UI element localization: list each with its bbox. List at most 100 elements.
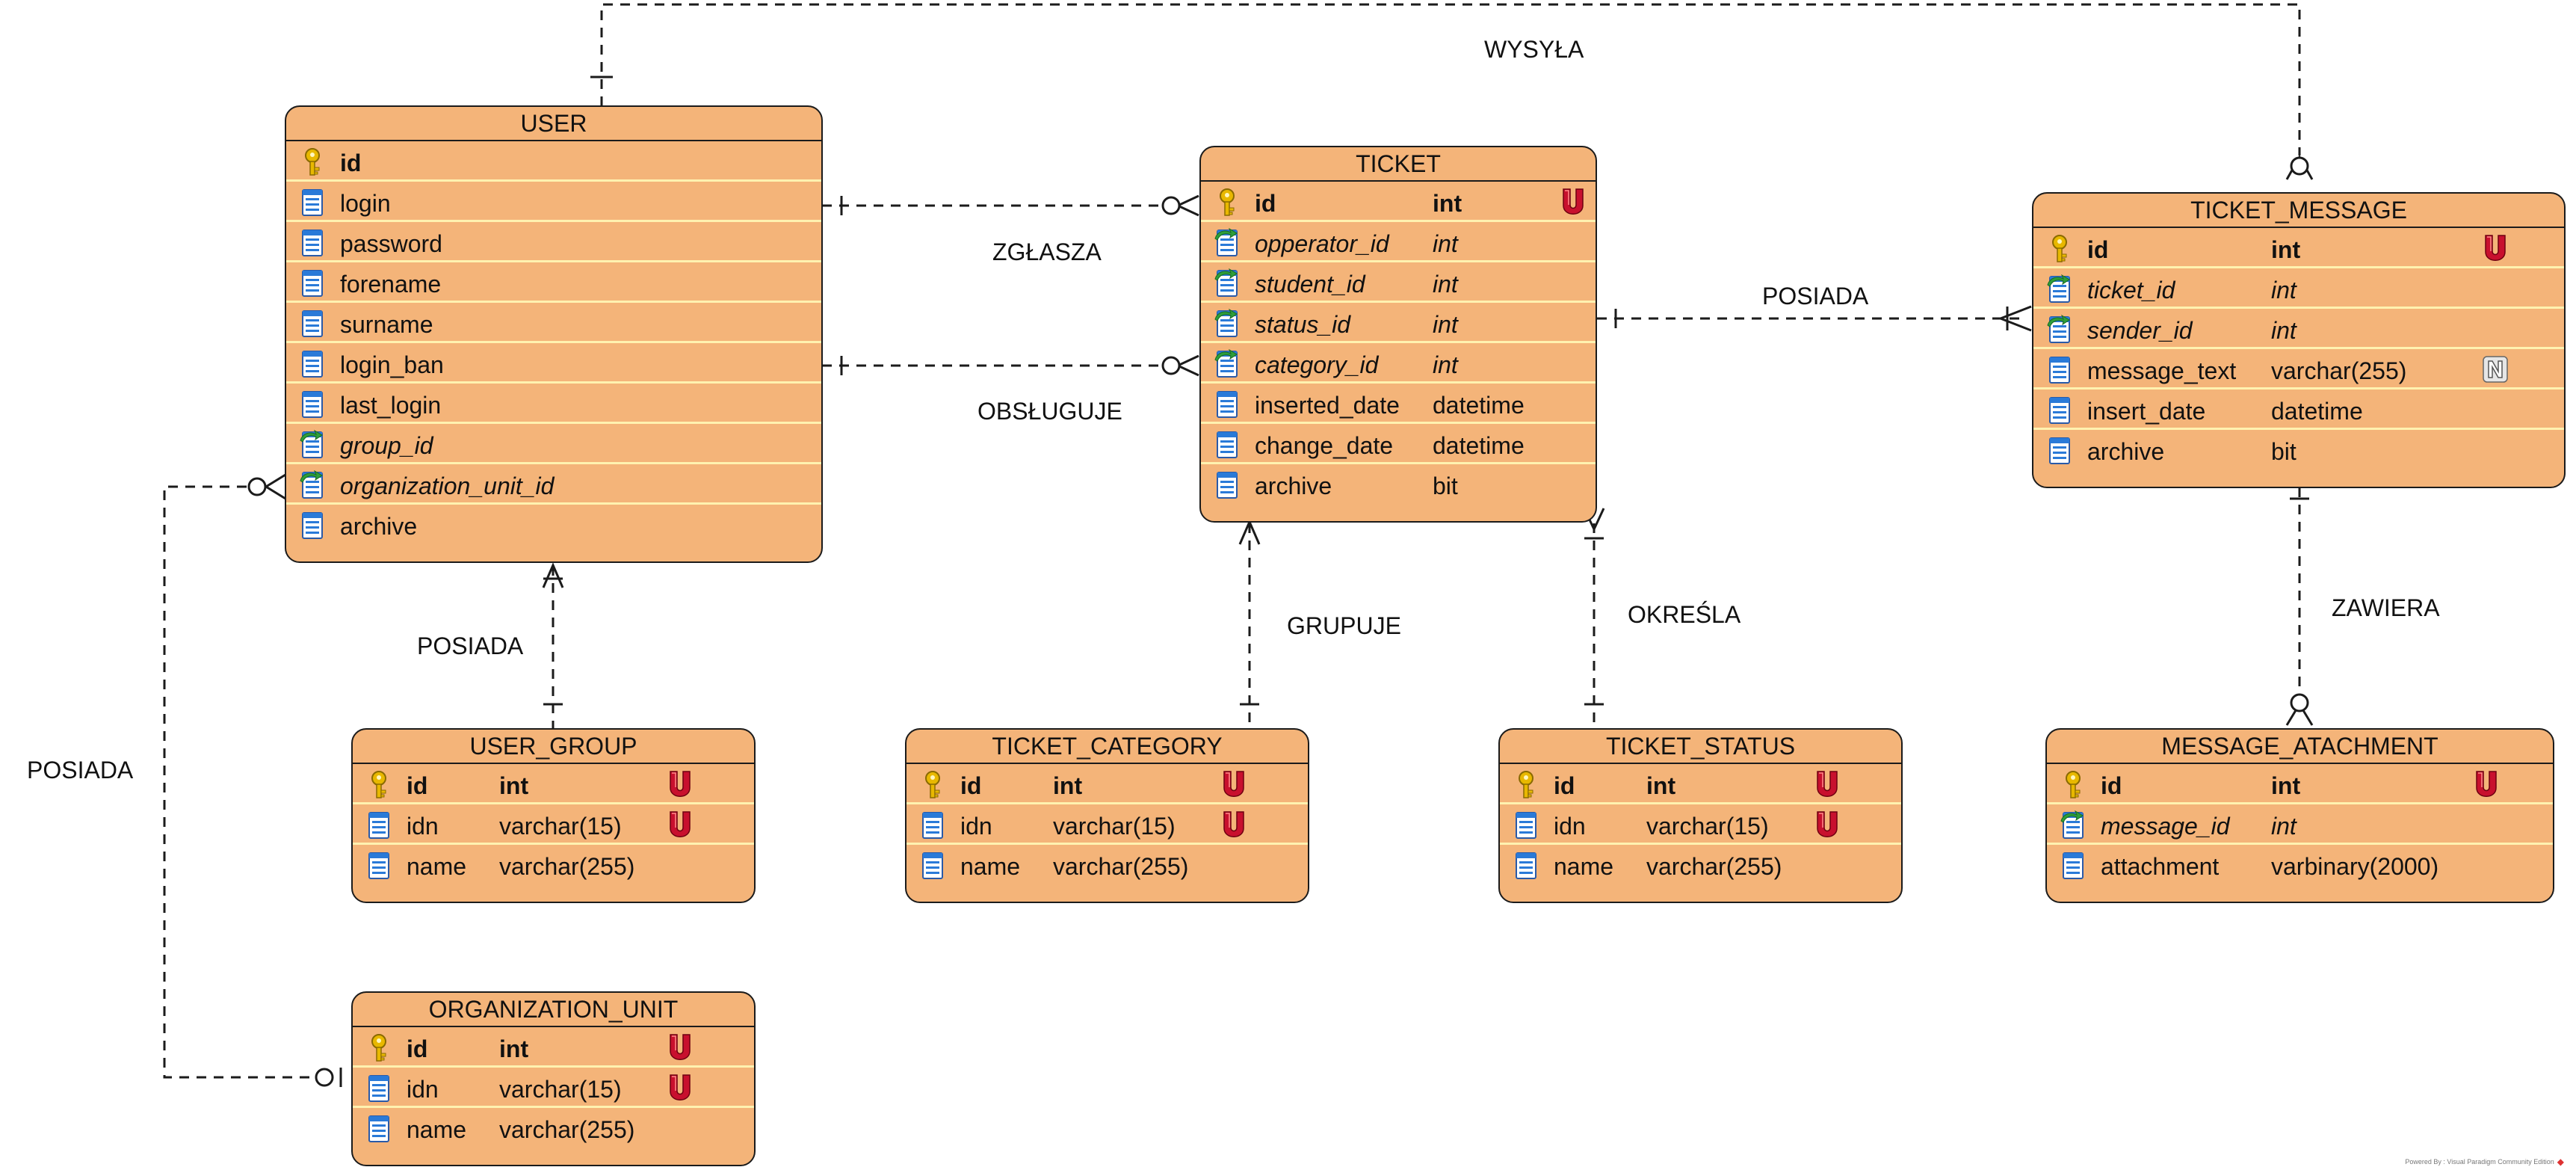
unique-constraint-icon bbox=[667, 1032, 694, 1062]
column-name: opperator_id bbox=[1255, 230, 1389, 257]
foreign-key-icon bbox=[1214, 348, 1240, 379]
column-row-login-ban[interactable]: login_banbit bbox=[286, 343, 821, 384]
column-icon bbox=[1214, 430, 1240, 460]
key-icon bbox=[2060, 770, 2086, 800]
powered-by-footer: Powered By : Visual Paradigm Community E… bbox=[2405, 1157, 2564, 1167]
column-name: inserted_date bbox=[1255, 392, 1400, 419]
crow-user-bottom bbox=[542, 562, 564, 588]
column-name: organization_unit_id bbox=[340, 472, 555, 499]
column-row-last-login[interactable]: last_logindatetime bbox=[286, 384, 821, 424]
rel-label-posiada-message: POSIADA bbox=[1762, 283, 1869, 310]
entity-title: USER_GROUP bbox=[353, 730, 754, 764]
rel-label-grupuje: GRUPUJE bbox=[1287, 612, 1401, 639]
unique-constraint-icon bbox=[2473, 769, 2500, 799]
key-icon bbox=[1513, 770, 1539, 800]
column-name: attachment bbox=[2101, 853, 2220, 880]
column-name: last_login bbox=[340, 392, 442, 419]
column-name: name bbox=[960, 853, 1021, 880]
column-type: int bbox=[1433, 271, 1458, 298]
column-icon bbox=[366, 1074, 392, 1103]
column-type: varchar(255) bbox=[1646, 853, 1782, 880]
column-row-opperator-id[interactable]: opperator_id int bbox=[1201, 222, 1596, 262]
foreign-key-icon bbox=[1214, 308, 1240, 339]
column-icon bbox=[2047, 436, 2072, 466]
column-name: id bbox=[960, 772, 982, 799]
column-type: int bbox=[2271, 317, 2297, 344]
column-name: login bbox=[340, 190, 391, 217]
column-icon bbox=[300, 309, 325, 339]
column-row-login[interactable]: loginvarchar(32) bbox=[286, 182, 821, 222]
circle-user-left bbox=[247, 477, 267, 496]
entity-title: MESSAGE_ATACHMENT bbox=[2047, 730, 2553, 764]
column-row-id[interactable]: id int bbox=[2047, 764, 2553, 804]
rel-label-zglasza: ZGŁASZA bbox=[992, 238, 1102, 265]
column-type: int bbox=[2271, 772, 2301, 799]
footer-text: Powered By : Visual Paradigm Community E… bbox=[2405, 1158, 2554, 1166]
column-icon bbox=[300, 228, 325, 258]
rel-label-obsluguje: OBSŁUGUJE bbox=[977, 398, 1122, 425]
column-row-password[interactable]: passwordbinary(64) bbox=[286, 222, 821, 262]
column-name: forename bbox=[340, 271, 442, 298]
entity-title: TICKET_MESSAGE bbox=[2033, 194, 2564, 228]
column-name: id bbox=[2101, 772, 2122, 799]
nullable-icon bbox=[2482, 354, 2509, 384]
entity-user[interactable]: USER idintloginvarchar(32)passwordbinary… bbox=[285, 105, 823, 563]
column-type: varchar(15) bbox=[1646, 813, 1769, 840]
column-name: id bbox=[2087, 236, 2109, 263]
column-icon bbox=[300, 188, 325, 218]
column-type: varchar(255) bbox=[2271, 357, 2407, 384]
rel-label-posiada-group: POSIADA bbox=[417, 632, 524, 659]
column-row-forename[interactable]: forenamevarchar(32) bbox=[286, 262, 821, 303]
column-type: int bbox=[2271, 277, 2297, 304]
column-type: int bbox=[1433, 230, 1458, 257]
key-icon bbox=[1214, 188, 1240, 218]
foreign-key-icon bbox=[300, 429, 325, 460]
unique-constraint-icon bbox=[2482, 233, 2509, 263]
column-name: archive bbox=[2087, 438, 2165, 465]
column-icon bbox=[2060, 851, 2086, 881]
column-row-surname[interactable]: surnamevarchar(64) bbox=[286, 303, 821, 343]
circle-obsluguje bbox=[1161, 356, 1181, 375]
